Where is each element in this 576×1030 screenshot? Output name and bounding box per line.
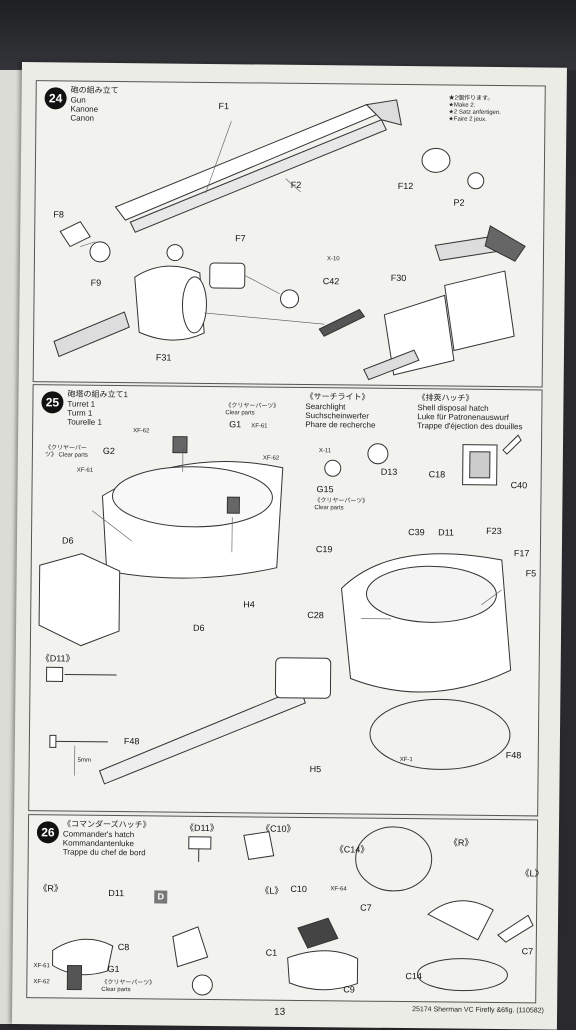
part-label: C39 [408,527,425,537]
part-label: G1 [107,964,119,974]
part-label: H4 [243,599,255,609]
clear-parts-note: 《クリヤーパーツ》 Clear parts [225,403,285,418]
step-number: 25 [41,391,63,413]
detail-label: 《R》 [38,881,63,894]
part-label: D6 [62,535,74,545]
part-label: F48 [124,736,140,746]
detail-label: 《L》 [260,884,283,897]
part-label: F31 [156,352,172,362]
part-label: C10 [290,884,307,894]
badge: D [154,890,167,903]
part-label: C14 [405,971,422,981]
clear-parts-note: 《クリヤーパーツ》 Clear parts [45,445,91,459]
part-label: P2 [453,198,464,208]
page-number: 13 [274,1007,285,1018]
part-label: C1 [266,948,278,958]
part-label: C42 [323,276,340,286]
part-label: F30 [391,273,407,283]
part-label: C19 [316,544,333,554]
step-25-panel: 25 砲塔の組み立て1 Turret 1 Turm 1 Tourelle 1 《… [28,384,542,816]
part-label: F2 [291,180,302,190]
part-label: F1 [218,101,229,111]
paint-code: XF-61 [251,423,267,430]
paint-code: XF-64 [330,886,346,893]
step-number: 26 [37,821,59,843]
hatch-title-fr: Trappe d'éjection des douilles [417,421,522,431]
table-background [0,0,576,70]
part-label: D11 [438,527,454,537]
part-label: C18 [429,469,446,479]
product-footer: 25174 Sherman VC Firefly &6fig. (110582) [412,1006,544,1014]
step-title-fr: Canon [70,114,94,123]
part-label: F5 [526,568,537,578]
step-title-fr: Trappe du chef de bord [63,847,146,857]
part-label: F17 [514,548,530,558]
searchlight-title-en: Searchlight [305,402,345,411]
part-label: F48 [506,750,522,760]
paint-code: XF-1 [400,757,413,764]
step-title-en: Turret 1 [67,399,95,408]
step-number: 24 [45,87,67,109]
clear-parts-note: 《クリヤーパーツ》 Clear parts [314,498,368,513]
part-label: D6 [193,623,205,633]
paint-code: X-11 [319,448,331,455]
detail-label: 《C10》 [261,822,296,835]
part-label: F12 [398,181,414,191]
detail-label: 《D11》 [41,651,75,664]
part-label: C9 [343,984,355,994]
part-label: F8 [53,209,64,219]
instruction-page: 24 砲の組み立て Gun Kanone Canon ★2個作ります。 ★Mak… [12,62,567,1030]
part-label: G1 [229,419,241,429]
detail-label: 《D11》 [185,821,219,834]
searchlight-title-jp: 《サーチライト》 [305,392,369,402]
part-label: F9 [91,278,102,288]
part-label: C40 [511,480,528,490]
clear-parts-note: 《クリヤーパーツ》 Clear parts [101,980,161,995]
paint-code: XF-62 [263,456,279,463]
step-title-jp: 《コマンダーズハッチ》 [63,819,151,829]
part-label: F7 [235,233,246,243]
detail-label: 《L》 [520,866,543,879]
make-two-note-4: ★Faire 2 jeux. [448,116,486,123]
part-label: C7 [360,903,372,913]
paint-code: XF-62 [33,979,49,986]
dimension-label: 5mm [78,758,91,765]
step-title-fr: Tourelle 1 [67,417,102,426]
paint-code: XF-61 [33,963,49,970]
part-label: C8 [118,942,130,952]
part-label: C7 [522,946,534,956]
hatch-title-jp: 《排莢ハッチ》 [417,393,473,403]
detail-label: 《R》 [449,836,474,849]
part-label: D13 [381,467,398,477]
part-label: D11 [108,888,124,898]
step-title-en: Gun [71,96,86,105]
detail-label: 《C14》 [335,842,370,855]
part-label: G15 [316,484,333,494]
step-title-de: Kanone [70,105,98,114]
step-26-panel: 26 《コマンダーズハッチ》 Commander's hatch Kommand… [26,814,538,1003]
part-label: C28 [307,610,324,620]
step-24-drawing [34,81,545,386]
step-24-panel: 24 砲の組み立て Gun Kanone Canon ★2個作ります。 ★Mak… [33,80,546,387]
step-title-jp: 砲の組み立て [71,86,119,96]
paint-code: XF-62 [133,428,149,435]
part-label: H5 [310,764,322,774]
part-label: G2 [103,446,115,456]
searchlight-title-fr: Phare de recherche [305,420,375,430]
paint-code: XF-61 [77,468,93,475]
step-title-jp: 砲塔の組み立て1 [67,389,128,399]
paint-code: X-10 [327,256,340,263]
part-label: F23 [486,526,502,536]
step-title-de: Turm 1 [67,408,92,417]
